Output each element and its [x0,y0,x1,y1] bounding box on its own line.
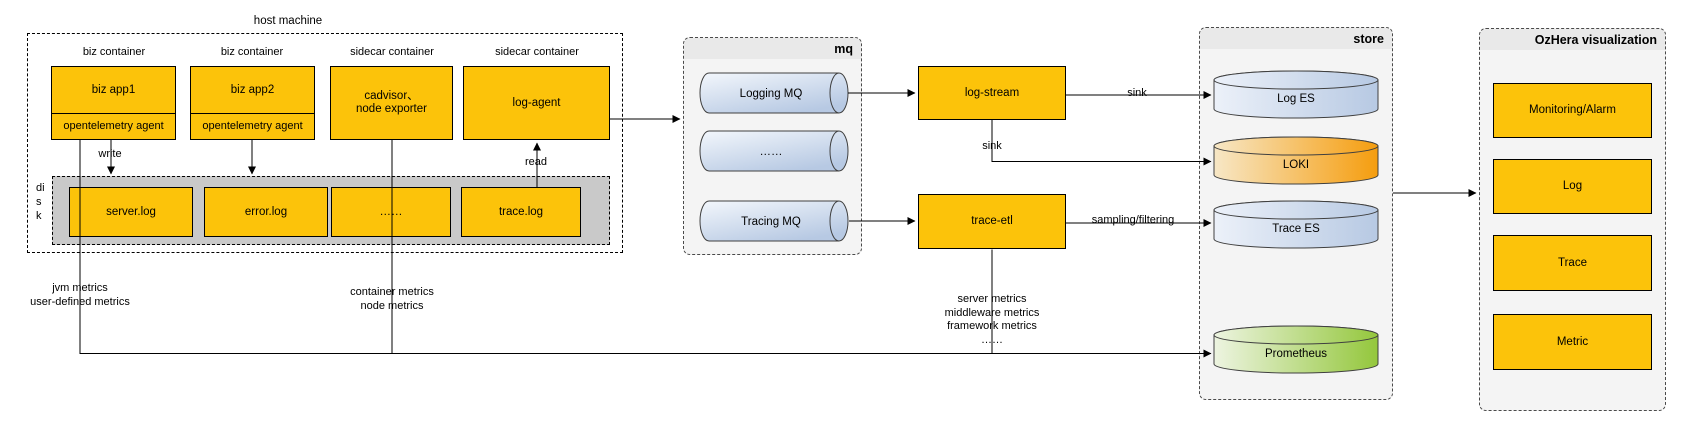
edge-label-write: write [98,148,122,160]
node-other-logs: …… [331,187,451,237]
metric-panel-label: Metric [1556,335,1589,348]
cadvisor-label-line1: cadvisor、 [364,90,419,102]
disk-label: disk [36,182,45,222]
loki-label: LOKI [1283,159,1309,171]
mq-section-title: mq [684,38,861,59]
other-mq-cylinder: …… [699,130,849,172]
node-biz-app1: biz app1 opentelemetry agent [51,66,176,140]
trace-es-cylinder: Trace ES [1213,200,1379,249]
log-panel-label: Log [1562,180,1583,192]
trace-log-label: trace.log [498,205,544,218]
log-es-label: Log ES [1277,93,1315,105]
log-agent-label: log-agent [512,96,561,109]
container-label-biz1: biz container [82,46,146,58]
host-machine-title: host machine [253,15,323,27]
edge-label-sink-log-es: sink [1127,87,1147,99]
otel-agent2-label: opentelemetry agent [202,120,303,132]
node-log-agent: log-agent [463,66,610,140]
annotation-container-metrics: container metrics node metrics [350,286,434,312]
trace-es-label: Trace ES [1272,223,1320,235]
prometheus-cylinder: Prometheus [1213,325,1379,374]
error-log-label: error.log [244,205,288,218]
prometheus-label: Prometheus [1265,348,1327,360]
annotation-server-metrics: server metrics middleware metrics framew… [944,293,1040,346]
biz-app2-label: biz app2 [191,67,314,114]
node-error-log: error.log [204,187,328,237]
biz-app1-label: biz app1 [52,67,175,114]
edge-label-read: read [524,156,548,168]
container-label-biz2: biz container [220,46,284,58]
node-monitoring-alarm: Monitoring/Alarm [1493,83,1652,138]
node-cadvisor-node-exporter: cadvisor、 node exporter [330,66,453,140]
monitoring-alarm-label: Monitoring/Alarm [1529,104,1616,116]
trace-etl-label: trace-etl [971,215,1013,227]
node-server-log: server.log [69,187,193,237]
container-label-sidecar1: sidecar container [350,46,434,58]
cadvisor-label-line2: node exporter [356,103,427,115]
edge-label-sink-loki: sink [982,140,1002,152]
annotation-jvm-metrics: jvm metrics user-defined metrics [30,282,130,308]
node-log-panel: Log [1493,159,1652,214]
node-trace-log: trace.log [461,187,581,237]
log-stream-label: log-stream [964,86,1020,99]
container-label-sidecar2: sidecar container [495,46,579,58]
store-section-title: store [1200,28,1392,49]
ozhera-section-title: OzHera visualization [1480,29,1665,50]
loki-cylinder: LOKI [1213,136,1379,185]
edge-label-sampling-filtering: sampling/filtering [1091,214,1175,226]
logging-mq-label: Logging MQ [740,88,803,100]
tracing-mq-label: Tracing MQ [741,216,801,228]
other-mq-label: …… [760,146,783,158]
log-es-cylinder: Log ES [1213,70,1379,119]
edge-sink-to-loki [991,120,1212,166]
node-trace-etl: trace-etl [918,194,1066,249]
server-log-label: server.log [106,205,156,218]
tracing-mq-cylinder: Tracing MQ [699,200,849,242]
otel-agent1-label: opentelemetry agent [63,120,164,132]
node-biz-app2: biz app2 opentelemetry agent [190,66,315,140]
logging-mq-cylinder: Logging MQ [699,72,849,114]
node-log-stream: log-stream [918,66,1066,120]
node-trace-panel: Trace [1493,235,1652,291]
node-metric-panel: Metric [1493,314,1652,370]
other-logs-label: …… [379,205,403,218]
trace-panel-label: Trace [1558,256,1587,269]
